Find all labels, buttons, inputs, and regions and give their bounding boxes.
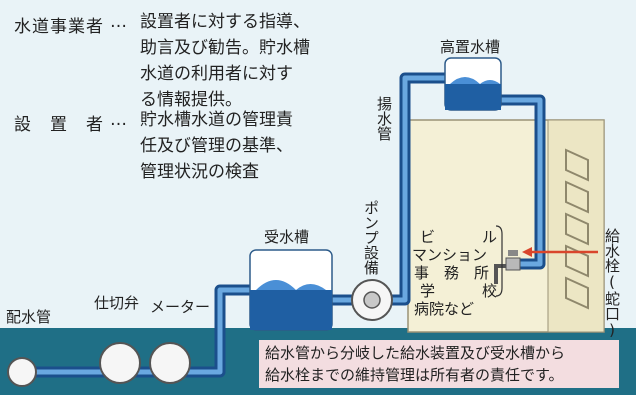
faucet [494, 250, 521, 284]
role-water-utility-line: 設置者に対する指導、 [140, 12, 310, 32]
pump-label: ポンプ設備 [362, 200, 380, 275]
role-water-utility-line: 水道の利用者に対す [140, 64, 293, 84]
main-pipe-end [7, 357, 37, 387]
building-type-school-left: 学 [420, 282, 436, 300]
building-windows [565, 148, 589, 310]
pump-hub [363, 291, 381, 309]
role-water-utility-line: る情報提供。 [140, 90, 242, 110]
elevated-tank-label: 高置水槽 [440, 38, 501, 56]
faucet-label: 給水栓(蛇口) [603, 228, 621, 339]
role-separator: … [110, 110, 128, 130]
building-type-mansion: マンション [412, 246, 488, 264]
role-water-utility-line: 助言及び勧告。貯水槽 [140, 38, 310, 58]
role-installer-line: 任及び管理の基準、 [140, 136, 293, 156]
elevated-tank [444, 57, 502, 111]
role-separator: … [110, 12, 128, 32]
receiving-tank [249, 249, 333, 331]
stop-valve [99, 342, 141, 384]
building-side [547, 119, 605, 333]
faucet-arrow [522, 247, 598, 257]
role-installer-line: 貯水槽水道の管理責 [140, 110, 293, 130]
building-type-bracket [495, 225, 503, 297]
maintenance-note-line: 給水管から分岐した給水装置及び受水槽から [265, 344, 566, 362]
building-type-school-right: 校 [482, 282, 498, 300]
receiving-tank-label: 受水槽 [264, 228, 310, 246]
lift-pipe-label: 揚水管 [375, 96, 393, 141]
maintenance-note-line: 給水栓までの維持管理は所有者の責任です。 [265, 366, 564, 384]
role-installer-line: 管理状況の検査 [140, 162, 259, 182]
main-pipe-label: 配水管 [6, 308, 52, 326]
role-water-utility-title: 水道事業者 [14, 17, 104, 37]
building-type-building-right: ル [482, 228, 498, 246]
water-meter [149, 342, 191, 384]
building-type-building-left: ビ [420, 228, 436, 246]
maintenance-note: 給水管から分岐した給水装置及び受水槽から 給水栓までの維持管理は所有者の責任です… [259, 340, 619, 388]
role-installer-title: 設 置 者 [14, 115, 104, 135]
meter-label: メーター [150, 298, 211, 316]
building-type-hospital: 病院など [414, 300, 475, 318]
building-type-office: 事 務 所 [414, 264, 490, 282]
stop-valve-label: 仕切弁 [94, 294, 140, 312]
